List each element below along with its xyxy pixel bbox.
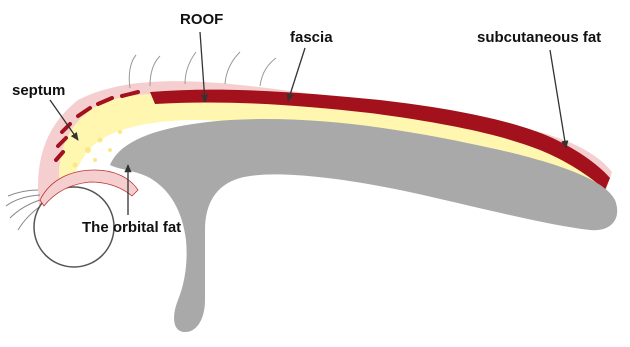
subcutaneous-fat-leader [550, 50, 566, 148]
roof-label: ROOF [180, 11, 223, 28]
orbital-fat-label: The orbital fat [82, 219, 181, 236]
subcutaneous-fat-label: subcutaneous fat [477, 29, 601, 46]
septum-label: septum [12, 82, 65, 99]
fascia-label: fascia [290, 29, 333, 46]
